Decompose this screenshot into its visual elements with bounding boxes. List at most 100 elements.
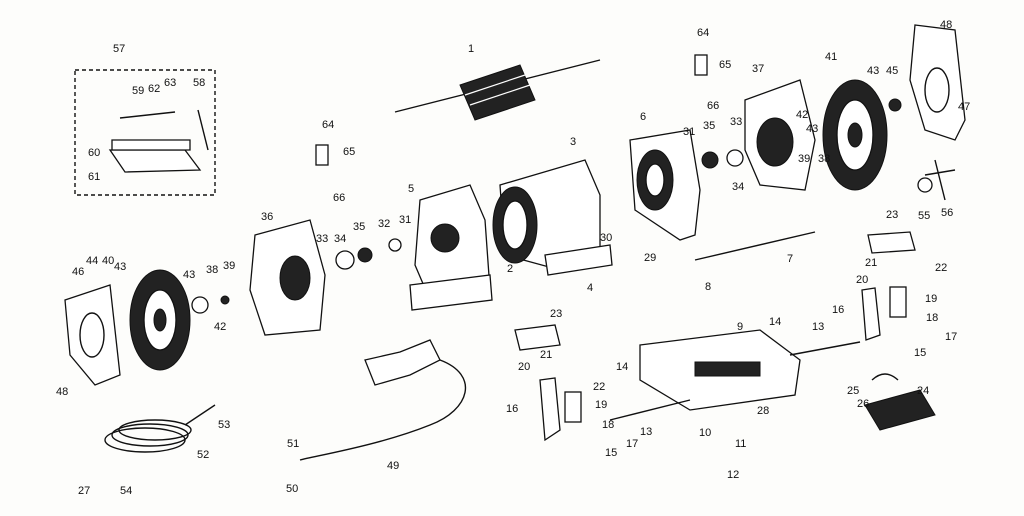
hardware-small-parts	[191, 98, 933, 314]
callout: 44	[86, 255, 98, 267]
callout: 22	[593, 381, 605, 393]
callout: 48	[940, 19, 952, 31]
callout: 38	[818, 153, 830, 165]
callout: 59	[132, 85, 144, 97]
callout: 46	[72, 266, 84, 278]
tie-rod-7	[694, 231, 816, 261]
callout: 16	[506, 403, 518, 415]
callout: 32	[378, 218, 390, 230]
eye-shield-47	[909, 24, 966, 141]
callout: 57	[113, 43, 125, 55]
callout: 11	[735, 438, 746, 450]
callout: 25	[847, 385, 859, 397]
callout: 60	[88, 147, 100, 159]
callout: 66	[707, 100, 719, 112]
callout: 2	[507, 263, 513, 275]
armature-shaft	[394, 59, 601, 121]
callout: 33	[730, 116, 742, 128]
callout: 13	[640, 426, 652, 438]
inset-switch-detail	[74, 69, 216, 196]
callout: 42	[214, 321, 226, 333]
end-bell-6	[629, 129, 701, 241]
callout: 15	[914, 347, 926, 359]
callout: 41	[825, 51, 837, 63]
callout: 33	[316, 233, 328, 245]
switch-plate-64b	[694, 54, 708, 76]
callout: 23	[886, 209, 898, 221]
callout: 52	[197, 449, 209, 461]
eye-shield-46	[64, 284, 121, 386]
callout: 29	[644, 252, 656, 264]
motor-housing	[492, 159, 613, 276]
wheel-guard-36	[249, 219, 326, 336]
switch-plate-64a	[315, 144, 329, 166]
callout: 20	[518, 361, 530, 373]
callout: 22	[935, 262, 947, 274]
spindle-wrench-56	[924, 159, 956, 201]
tool-rest-assembly	[514, 231, 916, 442]
callout: 14	[769, 316, 781, 328]
callout: 61	[88, 171, 100, 183]
callout: 38	[206, 264, 218, 276]
callout: 40	[102, 255, 114, 267]
end-bell-5	[409, 184, 493, 311]
callout: 16	[832, 304, 844, 316]
callout: 43	[183, 269, 195, 281]
callout: 9	[737, 321, 743, 333]
callout: 31	[683, 126, 695, 138]
callout: 17	[945, 331, 957, 343]
callout: 21	[865, 257, 877, 269]
callout: 35	[353, 221, 365, 233]
callout: 43	[867, 65, 879, 77]
callout: 19	[925, 293, 937, 305]
callout: 23	[550, 308, 562, 320]
callout: 15	[605, 447, 617, 459]
callout: 26	[857, 398, 869, 410]
callout-numbers: 1 2 3 4 5 6 7 8 9 10 11 12 13 13 14 14 1…	[56, 19, 970, 497]
base-9	[609, 329, 861, 421]
coiled-cord-52	[104, 404, 216, 453]
callout: 5	[408, 183, 414, 195]
callout: 12	[727, 469, 739, 481]
callout: 37	[752, 63, 764, 75]
callout: 35	[703, 120, 715, 132]
callout: 45	[886, 65, 898, 77]
callout: 31	[399, 214, 411, 226]
callout: 56	[941, 207, 953, 219]
callout: 34	[732, 181, 744, 193]
callout: 24	[917, 385, 929, 397]
callout: 21	[540, 349, 552, 361]
callout: 17	[626, 438, 638, 450]
grinding-wheel-40	[129, 269, 191, 371]
callout: 55	[918, 210, 930, 222]
callout: 51	[287, 438, 299, 450]
callout: 47	[958, 101, 970, 113]
callout: 30	[600, 232, 612, 244]
callout: 10	[699, 427, 711, 439]
callout: 63	[164, 77, 176, 89]
callout: 42	[796, 109, 808, 121]
callout: 39	[223, 260, 235, 272]
callout: 1	[468, 43, 474, 55]
power-cord-49	[299, 339, 467, 461]
callout: 58	[193, 77, 205, 89]
callout: 65	[719, 59, 731, 71]
callout: 14	[616, 361, 628, 373]
callout: 13	[812, 321, 824, 333]
callout: 66	[333, 192, 345, 204]
callout: 39	[798, 153, 810, 165]
callout: 20	[856, 274, 868, 286]
callout: 65	[343, 146, 355, 158]
wheel-guard-37	[744, 79, 816, 191]
callout: 18	[926, 312, 938, 324]
callout: 62	[148, 83, 160, 95]
grinding-wheel-41	[822, 79, 888, 191]
callout: 3	[570, 136, 576, 148]
callout: 64	[322, 119, 334, 131]
callout: 27	[78, 485, 90, 497]
callout: 43	[806, 123, 818, 135]
callout: 64	[697, 27, 709, 39]
callout: 18	[602, 419, 614, 431]
callout: 19	[595, 399, 607, 411]
